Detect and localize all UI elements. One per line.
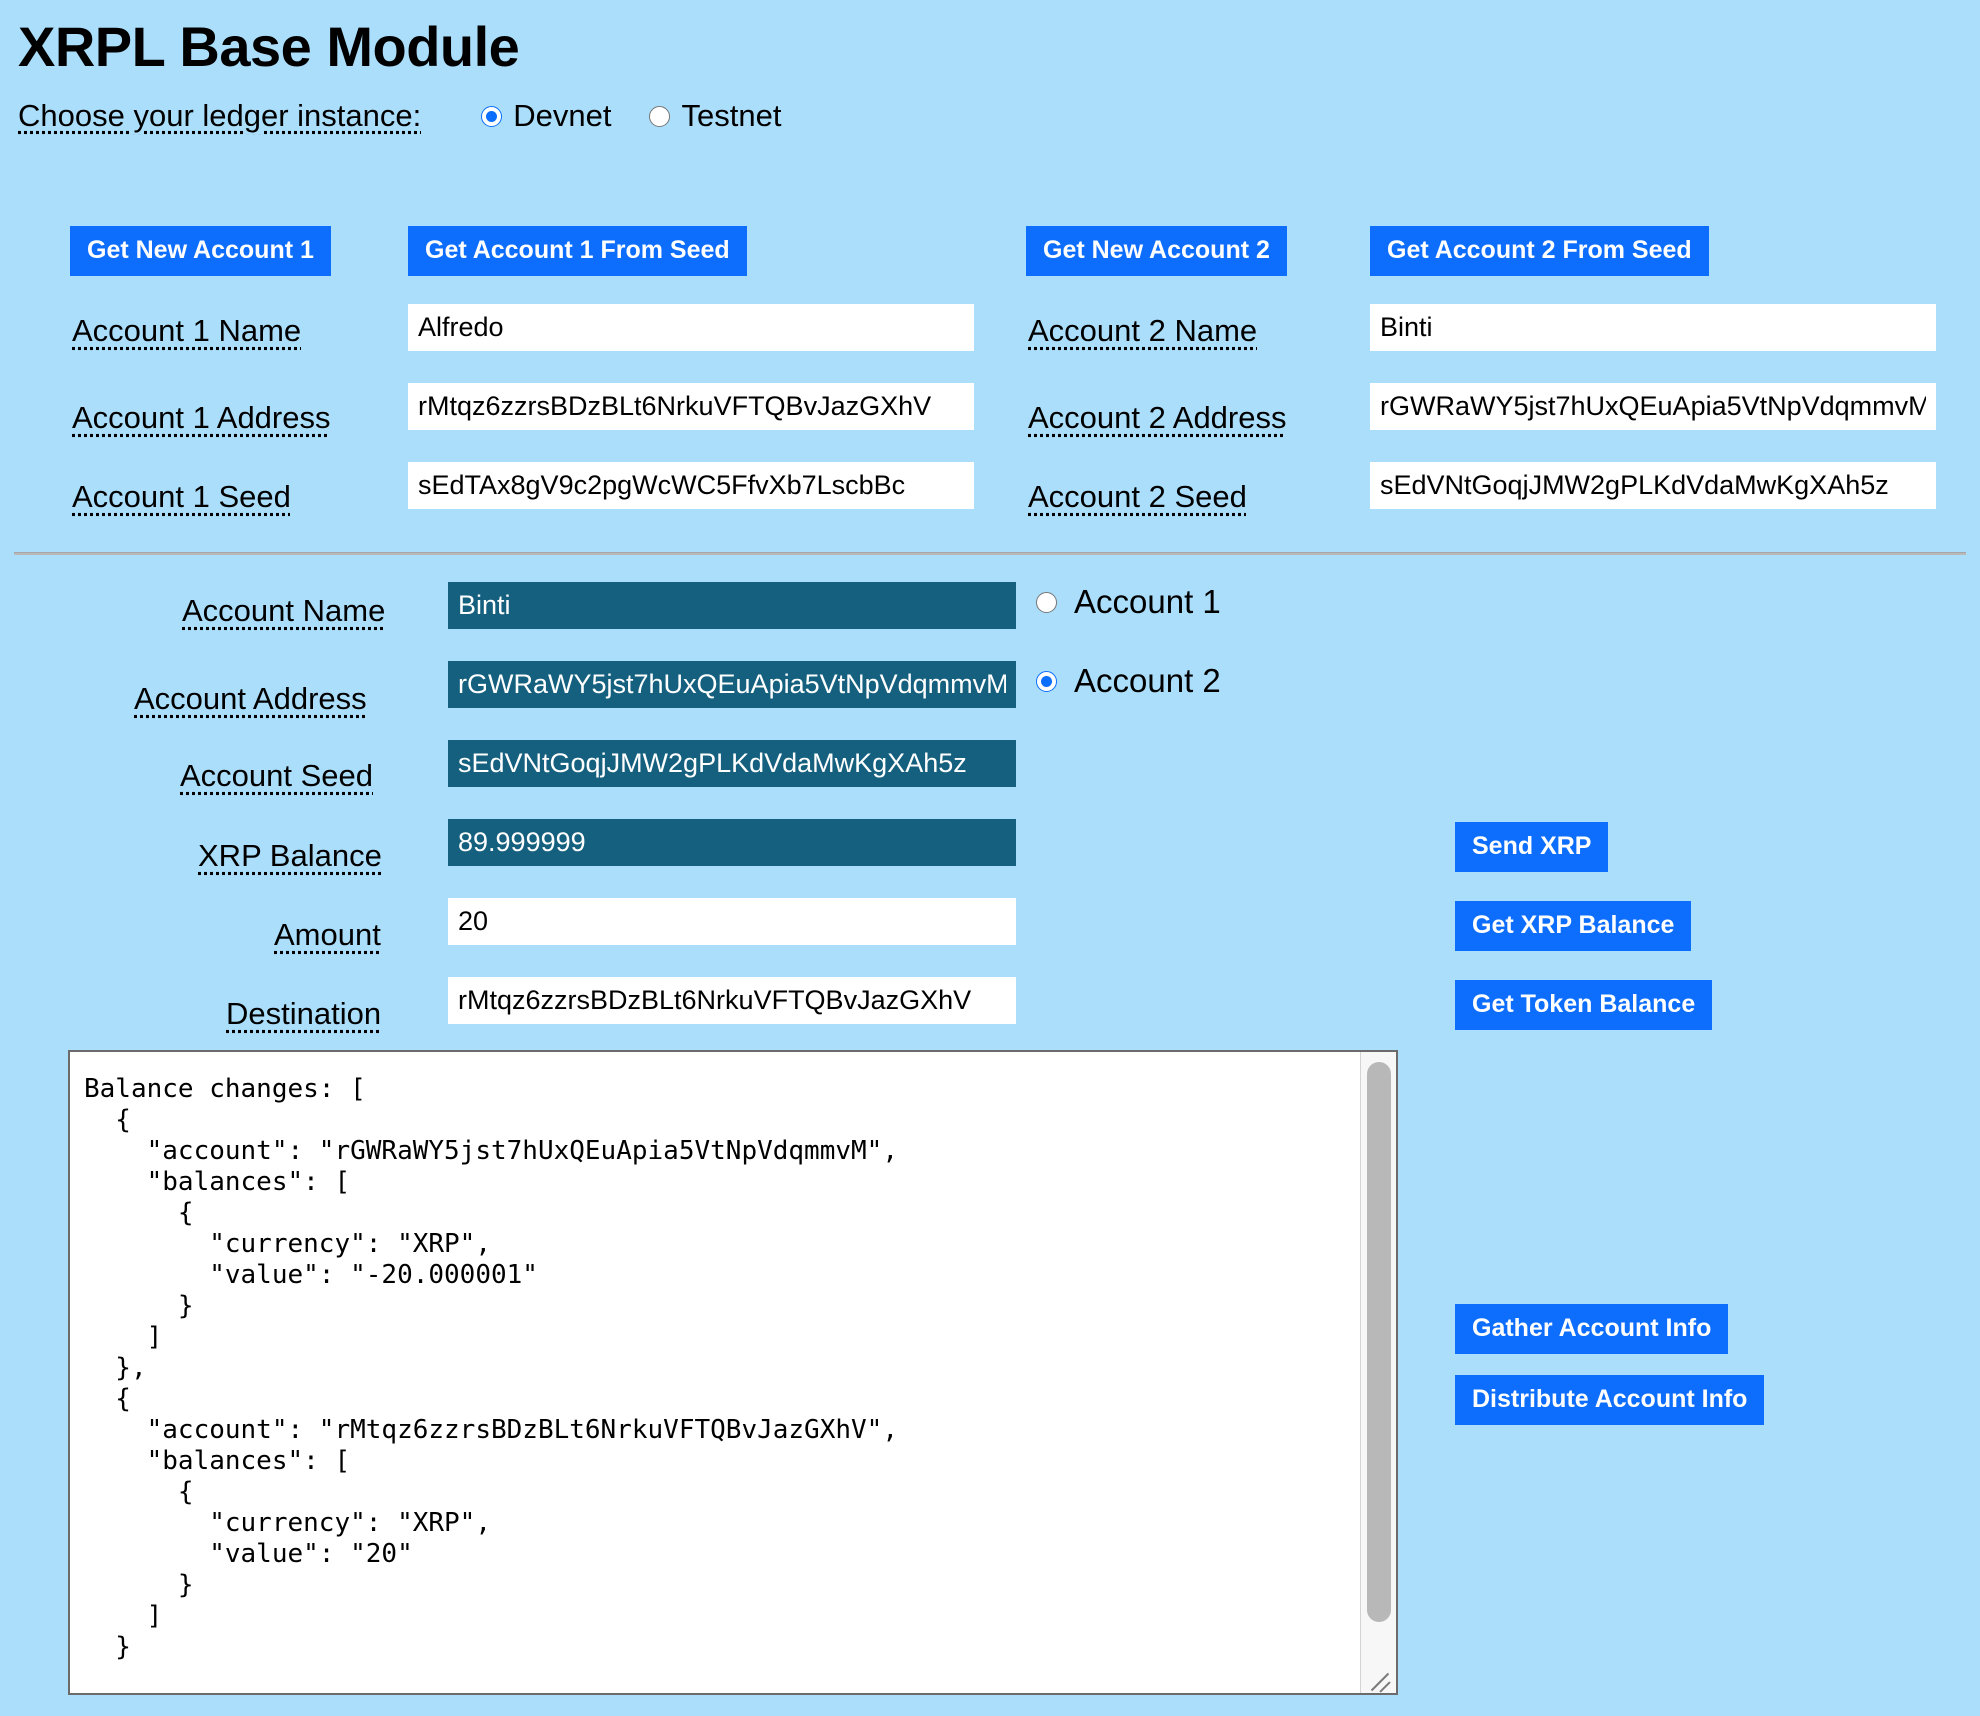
account-2-name-input[interactable] xyxy=(1370,304,1936,351)
active-account-radio-1[interactable]: Account 1 xyxy=(1036,583,1221,621)
section-divider xyxy=(14,552,1966,555)
active-account-address-input[interactable] xyxy=(448,661,1016,708)
results-textarea-content: Balance changes: [ { "account": "rGWRaWY… xyxy=(84,1074,898,1662)
amount-label: Amount xyxy=(274,917,381,952)
account-2-seed-label: Account 2 Seed xyxy=(1028,479,1247,514)
results-scrollbar-thumb[interactable] xyxy=(1367,1062,1391,1622)
active-account-radio-1-label: Account 1 xyxy=(1074,583,1221,620)
ledger-instance-label: Choose your ledger instance: xyxy=(18,98,422,134)
get-account-1-from-seed-button[interactable]: Get Account 1 From Seed xyxy=(408,226,747,276)
get-new-account-1-button[interactable]: Get New Account 1 xyxy=(70,226,331,276)
destination-input[interactable] xyxy=(448,977,1016,1024)
ledger-radio-devnet-label: Devnet xyxy=(513,98,612,134)
active-account-address-label: Account Address xyxy=(134,681,367,716)
account-1-name-label: Account 1 Name xyxy=(72,313,302,348)
get-token-balance-button[interactable]: Get Token Balance xyxy=(1455,980,1713,1030)
xrp-balance-input[interactable] xyxy=(448,819,1016,866)
results-scrollbar[interactable] xyxy=(1360,1052,1396,1693)
account-1-address-input[interactable] xyxy=(408,383,974,430)
ledger-radio-testnet-label: Testnet xyxy=(681,98,782,134)
ledger-radio-devnet[interactable]: Devnet xyxy=(481,98,611,134)
active-account-radio-2[interactable]: Account 2 xyxy=(1036,662,1221,700)
get-new-account-2-button[interactable]: Get New Account 2 xyxy=(1026,226,1287,276)
active-account-name-label: Account Name xyxy=(182,593,386,628)
account-1-address-label: Account 1 Address xyxy=(72,400,331,435)
ledger-instance-row: Choose your ledger instance: Devnet Test… xyxy=(0,80,1980,134)
get-xrp-balance-button[interactable]: Get XRP Balance xyxy=(1455,901,1692,951)
results-textarea[interactable]: Balance changes: [ { "account": "rGWRaWY… xyxy=(68,1050,1398,1695)
xrp-balance-label: XRP Balance xyxy=(198,838,382,873)
account-1-seed-input[interactable] xyxy=(408,462,974,509)
radio-devnet-icon[interactable] xyxy=(481,105,503,127)
account-2-address-input[interactable] xyxy=(1370,383,1936,430)
account-2-seed-input[interactable] xyxy=(1370,462,1936,509)
ledger-radio-group: Devnet Testnet xyxy=(481,98,819,134)
account-1-name-input[interactable] xyxy=(408,304,974,351)
results-resize-handle[interactable] xyxy=(1361,1658,1395,1692)
radio-account-2-icon[interactable] xyxy=(1036,670,1057,692)
send-xrp-button[interactable]: Send XRP xyxy=(1455,822,1609,872)
ledger-radio-testnet[interactable]: Testnet xyxy=(649,98,781,134)
radio-account-1-icon[interactable] xyxy=(1036,591,1057,613)
amount-input[interactable] xyxy=(448,898,1016,945)
destination-label: Destination xyxy=(226,996,382,1031)
active-account-name-input[interactable] xyxy=(448,582,1016,629)
get-account-2-from-seed-button[interactable]: Get Account 2 From Seed xyxy=(1370,226,1709,276)
active-account-seed-input[interactable] xyxy=(448,740,1016,787)
account-2-address-label: Account 2 Address xyxy=(1028,400,1287,435)
distribute-account-info-button[interactable]: Distribute Account Info xyxy=(1455,1375,1765,1425)
active-account-radio-2-label: Account 2 xyxy=(1074,662,1221,699)
account-1-seed-label: Account 1 Seed xyxy=(72,479,291,514)
gather-account-info-button[interactable]: Gather Account Info xyxy=(1455,1304,1729,1354)
account-2-name-label: Account 2 Name xyxy=(1028,313,1258,348)
page-title: XRPL Base Module xyxy=(18,15,520,78)
radio-testnet-icon[interactable] xyxy=(649,105,671,127)
active-account-seed-label: Account Seed xyxy=(180,758,374,793)
